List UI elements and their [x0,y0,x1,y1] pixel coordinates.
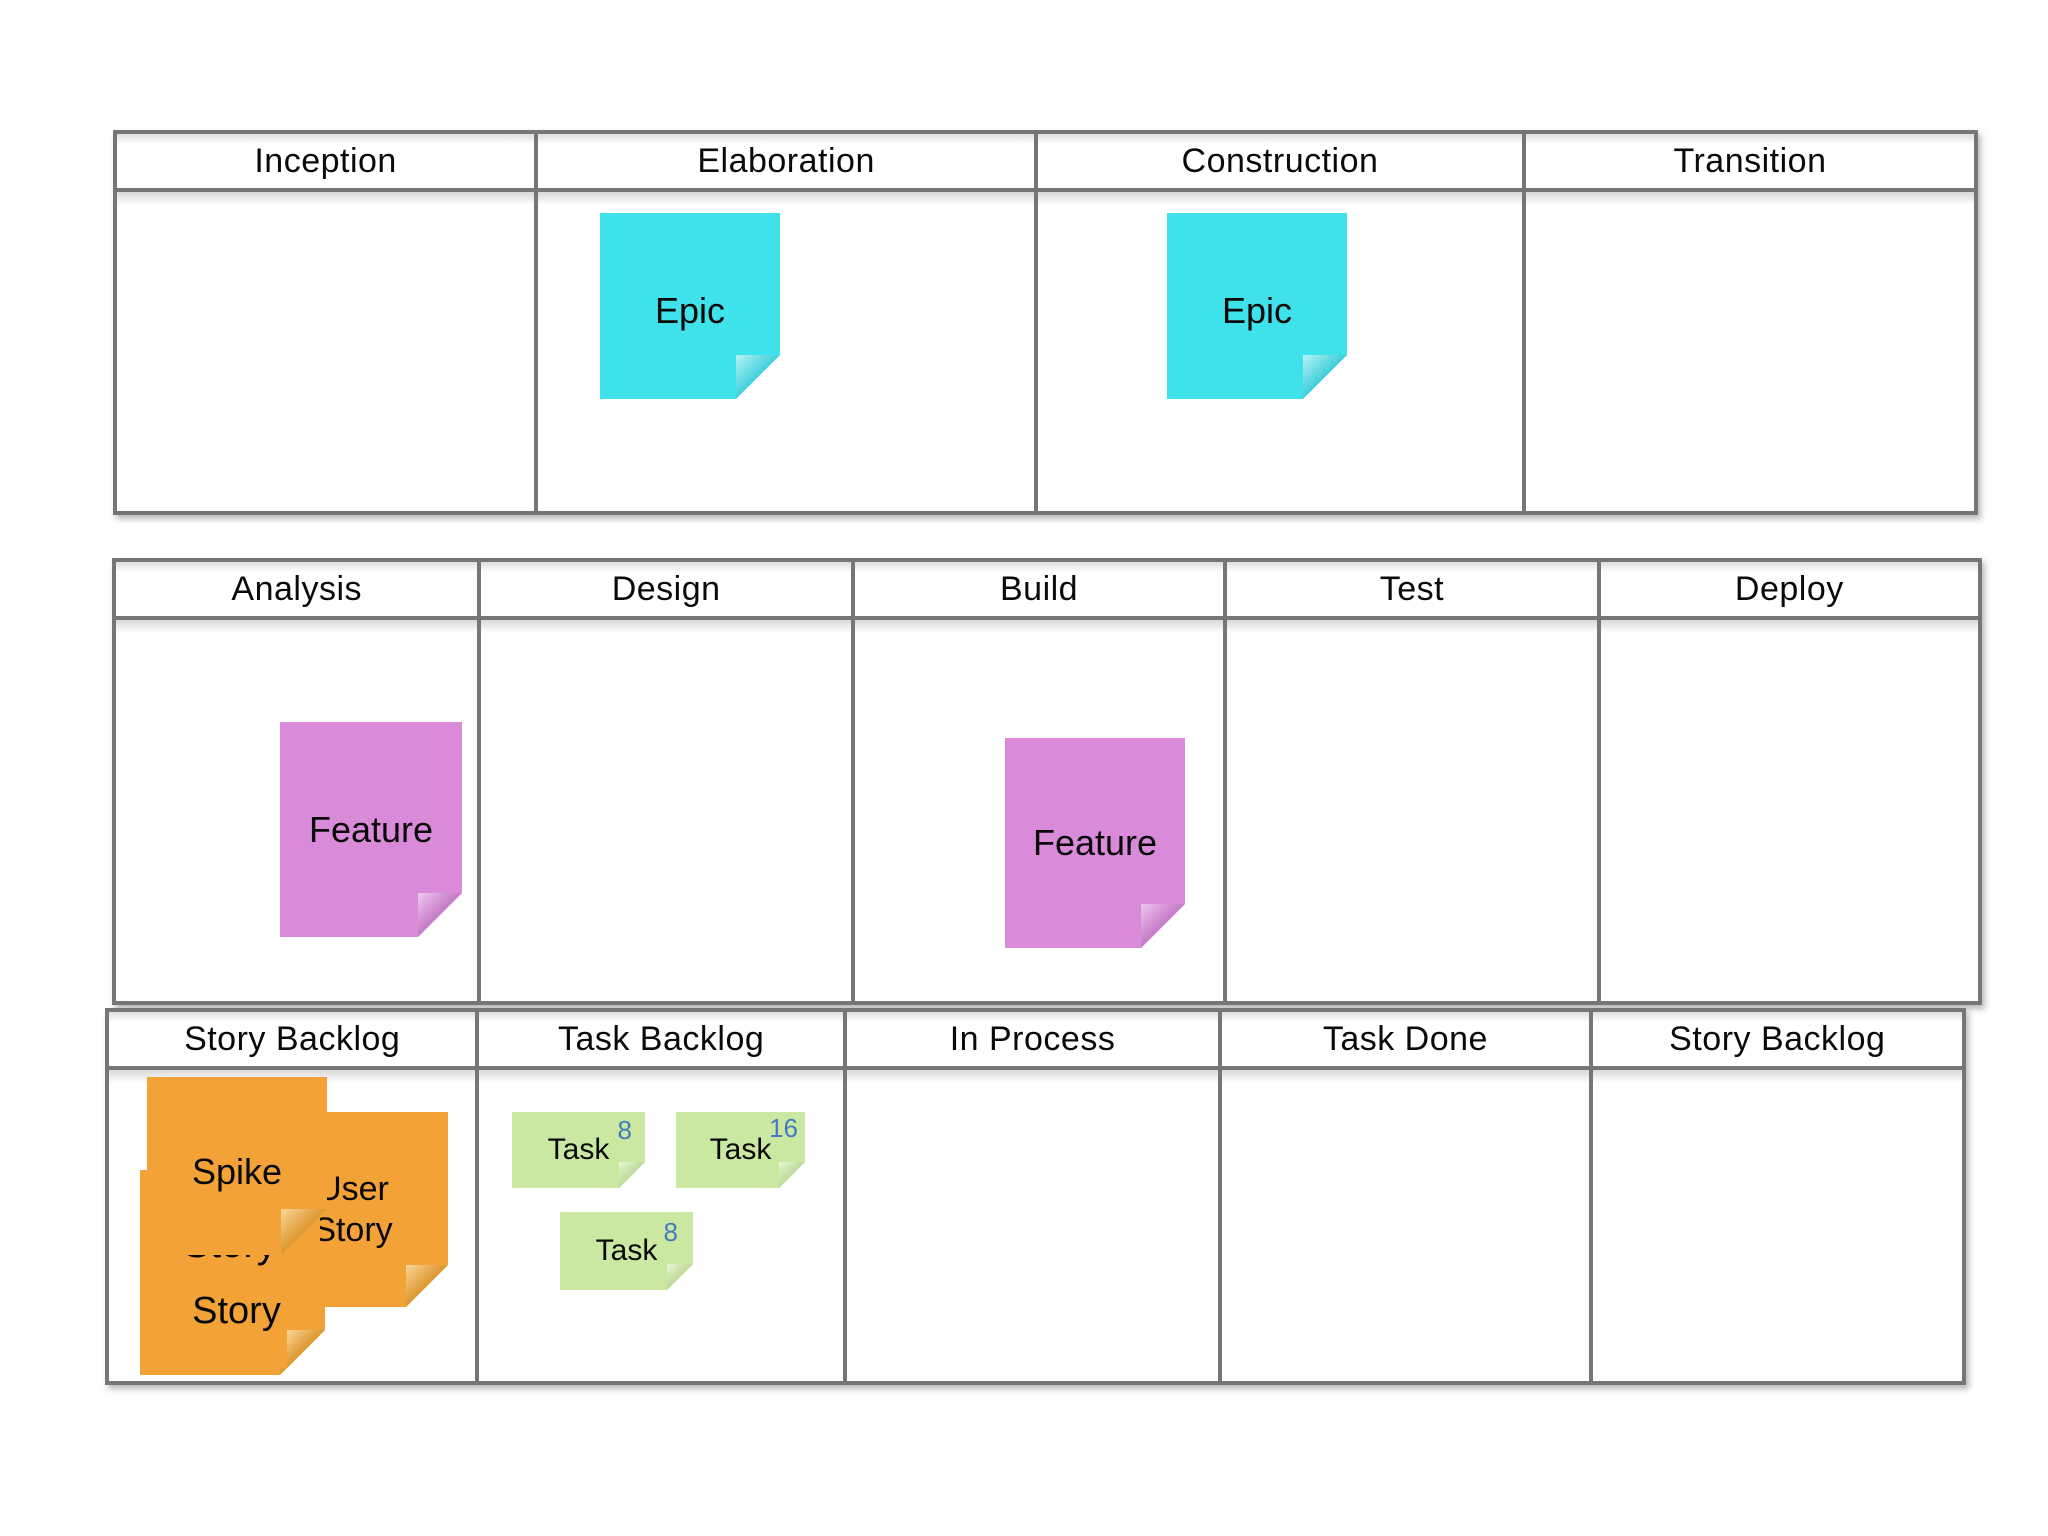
column-in-process: In Process [846,1012,1223,1381]
header-task-backlog: Task Backlog [479,1012,843,1070]
note-label: Spike [191,1151,283,1192]
header-elaboration: Elaboration [538,134,1035,192]
note-story[interactable]: Story [148,1272,325,1368]
cell-transition [1525,192,1974,511]
column-inception: Inception [117,134,539,511]
cell-test [1227,620,1597,1001]
note-feature-analysis[interactable]: Feature [280,722,462,937]
cell-deploy [1600,620,1979,1001]
cell-task-done [1222,1070,1589,1381]
note-task-3[interactable]: Task 8 [560,1212,693,1290]
cell-design [481,620,851,1001]
note-label: Story [192,1289,281,1332]
note-label: Feature [1032,822,1158,863]
note-epic-elaboration[interactable]: Epic [600,213,780,399]
column-task-backlog: Task Backlog [479,1012,847,1381]
header-build: Build [854,562,1224,620]
cell-inception [117,192,535,511]
column-task-done: Task Done [1222,1012,1593,1381]
column-test: Test [1227,562,1601,1001]
phase-table: Inception Elaboration Construction Trans… [113,130,1978,515]
note-label: Epic [1221,290,1293,331]
header-task-done: Task Done [1222,1012,1589,1070]
column-deploy: Deploy [1600,562,1979,1001]
header-story-backlog-left: Story Backlog [109,1012,476,1070]
note-label: Feature [308,808,434,850]
header-in-process: In Process [846,1012,1219,1070]
header-test: Test [1227,562,1597,620]
note-label: Task [547,1133,610,1166]
task-points-badge: 8 [617,1115,632,1145]
note-task-1[interactable]: Task 8 [512,1112,645,1188]
note-feature-build[interactable]: Feature [1005,738,1185,948]
note-epic-construction[interactable]: Epic [1167,213,1347,399]
cell-story-backlog-right [1592,1070,1962,1381]
task-points-badge: 16 [769,1113,798,1143]
task-points-badge: 8 [663,1217,678,1247]
column-transition: Transition [1525,134,1974,511]
note-label: Task [709,1133,772,1166]
header-transition: Transition [1525,134,1974,192]
header-construction: Construction [1038,134,1522,192]
header-analysis: Analysis [116,562,478,620]
note-task-2[interactable]: Task 16 [676,1112,805,1188]
header-deploy: Deploy [1600,562,1979,620]
column-story-backlog-right: Story Backlog [1592,1012,1962,1381]
header-design: Design [481,562,851,620]
cell-in-process [846,1070,1219,1381]
column-design: Design [481,562,855,1001]
header-inception: Inception [117,134,535,192]
note-label: Task [595,1234,658,1267]
note-label: Epic [654,290,726,331]
header-story-backlog-right: Story Backlog [1592,1012,1962,1070]
note-spike[interactable]: Spike [147,1077,327,1255]
